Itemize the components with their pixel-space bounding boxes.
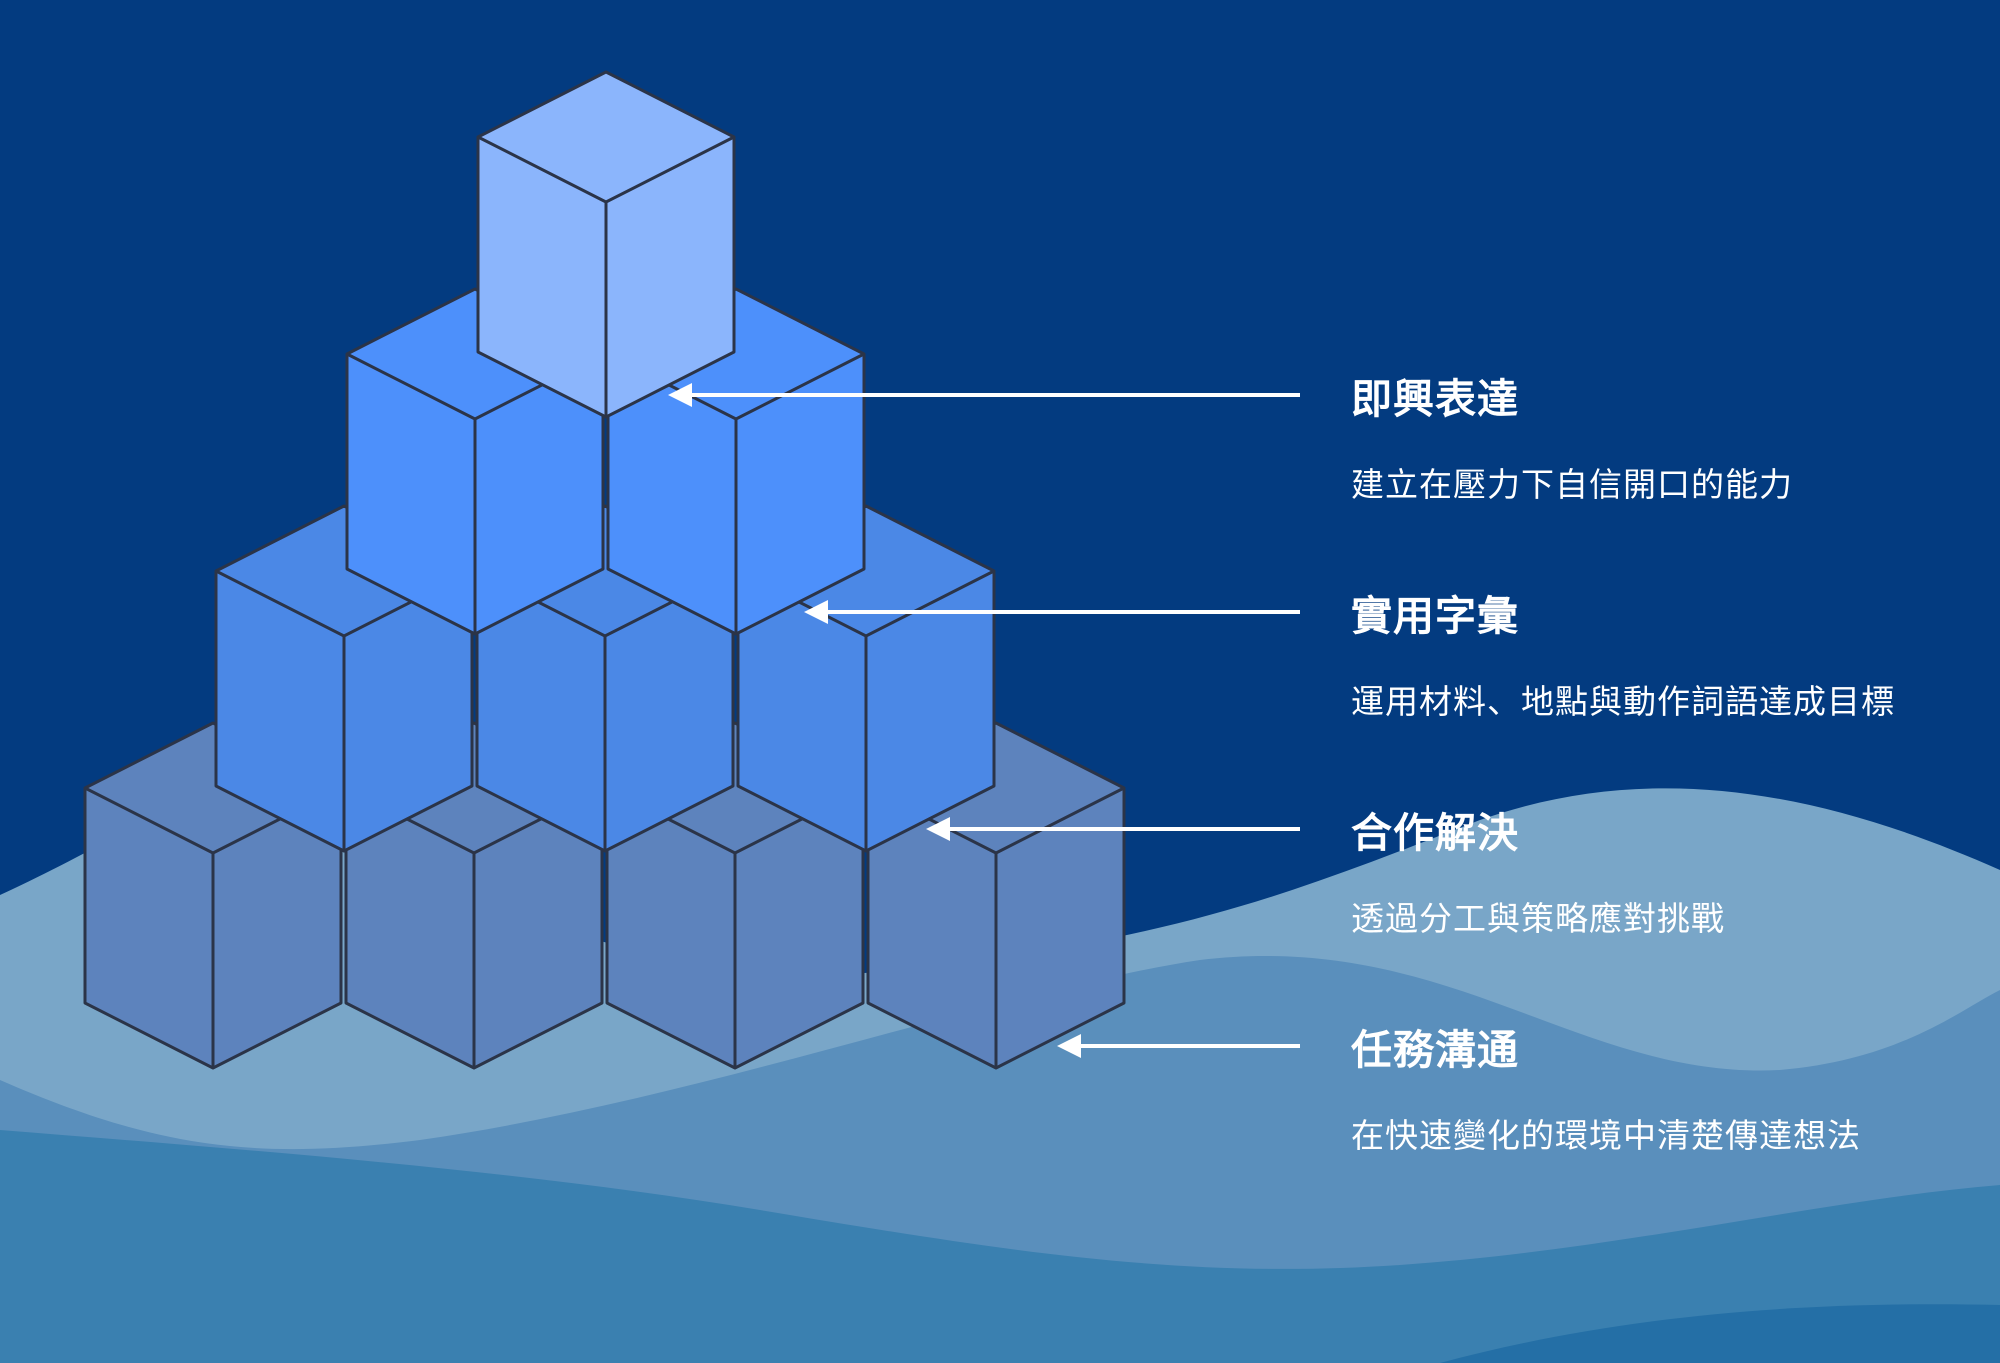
item-1-title: 即興表達: [1351, 375, 1519, 423]
arrow-1: [668, 383, 1300, 407]
arrow-4: [1057, 1034, 1300, 1058]
item-3-description: 透過分工與策略應對挑戰: [1351, 899, 1725, 938]
item-4-description: 在快速變化的環境中清楚傳達想法: [1351, 1116, 1861, 1155]
item-2-title: 實用字彙: [1351, 592, 1519, 640]
connector-arrows: [668, 383, 1300, 1058]
arrow-3: [926, 817, 1300, 841]
item-4-title: 任務溝通: [1351, 1026, 1519, 1074]
item-3-title: 合作解決: [1351, 809, 1519, 857]
item-1-description: 建立在壓力下自信開口的能力: [1351, 465, 1793, 504]
cube-top-1: [476, 70, 736, 419]
cube-pyramid: [83, 70, 1126, 1070]
arrow-2: [804, 600, 1300, 624]
wave-deep: [1440, 1304, 2000, 1363]
item-2-description: 運用材料、地點與動作詞語達成目標: [1351, 682, 1895, 721]
wave-dark: [0, 1130, 2000, 1363]
